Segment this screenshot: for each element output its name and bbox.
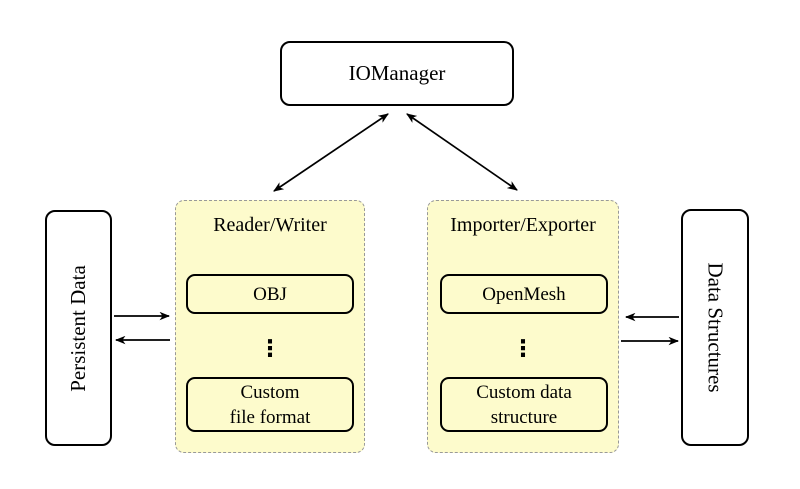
openmesh-label: OpenMesh xyxy=(482,283,566,305)
custom-data-structure-node: Custom data structure xyxy=(440,377,608,432)
persistent-data-node: Persistent Data xyxy=(45,210,112,446)
persistent-data-label: Persistent Data xyxy=(66,264,90,392)
iomanager-node: IOManager xyxy=(280,41,514,106)
custom-data-structure-line1: Custom data xyxy=(476,381,572,403)
custom-file-format-line2: file format xyxy=(229,406,311,428)
custom-data-structure-line2: structure xyxy=(490,406,558,428)
data-structures-label: Data Structures xyxy=(703,262,728,393)
iomanager-label: IOManager xyxy=(348,61,446,85)
obj-node: OBJ xyxy=(186,274,354,314)
openmesh-node: OpenMesh xyxy=(440,274,608,314)
obj-label: OBJ xyxy=(253,283,287,305)
data-structures-node: Data Structures xyxy=(681,209,749,446)
custom-file-format-line1: Custom xyxy=(240,381,300,403)
custom-file-format-node: Custom file format xyxy=(186,377,354,432)
importer-exporter-container: Importer/Exporter OpenMesh ⋮ Custom data… xyxy=(427,200,619,453)
arrow-iomanager-readerwriter xyxy=(273,113,389,192)
importer-exporter-ellipsis: ⋮ xyxy=(511,335,535,362)
reader-writer-container: Reader/Writer OBJ ⋮ Custom file format xyxy=(175,200,365,453)
importer-exporter-title: Importer/Exporter xyxy=(450,214,596,236)
arrow-iomanager-importerexporter xyxy=(406,113,518,191)
reader-writer-title: Reader/Writer xyxy=(213,214,327,236)
reader-writer-ellipsis: ⋮ xyxy=(258,335,282,362)
